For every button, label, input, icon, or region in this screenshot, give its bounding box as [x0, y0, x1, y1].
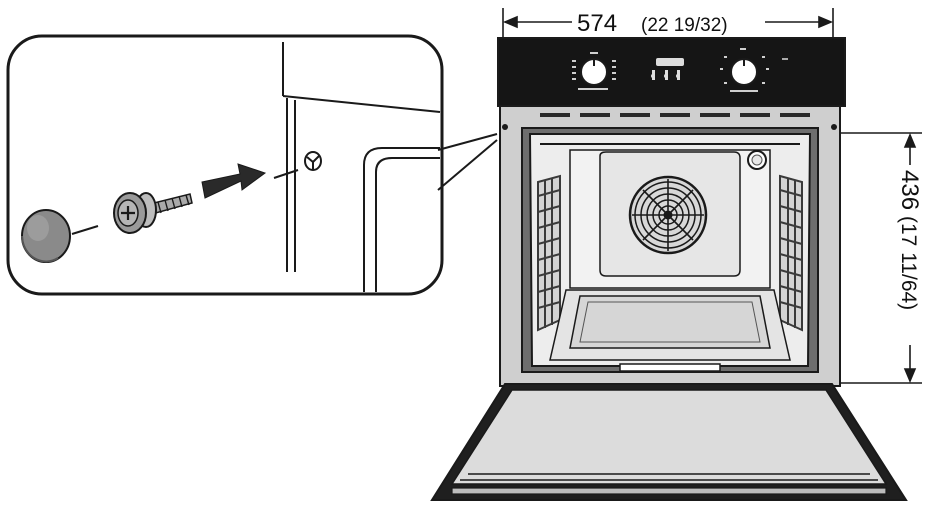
height-value-mm: 436	[896, 170, 923, 210]
axis-dashes	[71, 169, 299, 235]
panel-indicator-lights	[651, 58, 684, 80]
right-side-rack	[779, 174, 803, 332]
cabinet-side-detail	[282, 42, 441, 292]
width-value-inches: (22 19/32)	[641, 15, 728, 36]
door-handle	[451, 487, 887, 495]
height-dimension	[822, 132, 922, 384]
oven-unit	[430, 37, 908, 501]
mounting-screw-left-icon	[502, 124, 508, 130]
vent-slots	[540, 113, 810, 117]
detail-callout	[6, 34, 498, 296]
height-value-inches: (17 11/64)	[897, 216, 920, 310]
right-control-knob-icon	[720, 48, 769, 92]
width-dimension	[502, 8, 834, 50]
insert-arrow-icon	[201, 163, 267, 199]
screw-icon	[113, 192, 193, 234]
screw-hole-icon	[304, 151, 322, 171]
left-control-knob-icon	[572, 52, 616, 90]
cover-cap-icon	[21, 209, 71, 263]
mounting-screw-right-icon	[831, 124, 837, 130]
control-panel	[497, 37, 846, 107]
door-hinge-bar	[619, 363, 721, 372]
convection-fan-icon	[628, 175, 708, 255]
width-value-mm: 574	[577, 10, 617, 37]
left-side-rack	[537, 174, 561, 332]
